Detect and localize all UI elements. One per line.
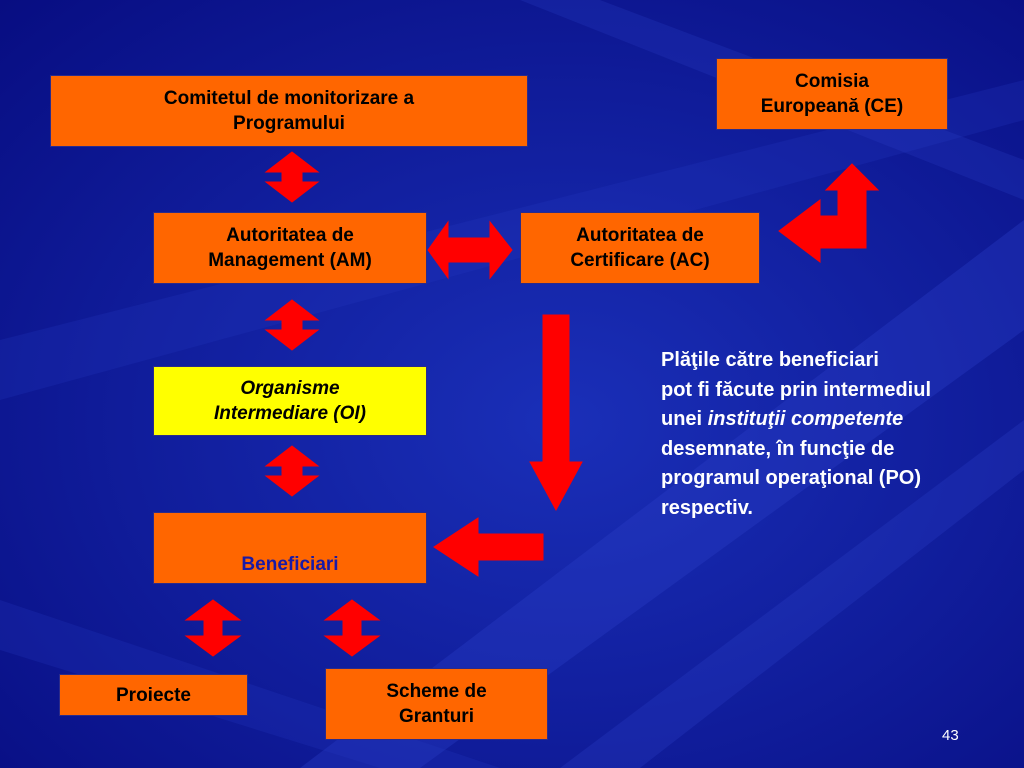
box-management-authority: Autoritatea de Management (AM) bbox=[153, 212, 427, 284]
payments-note: Plăţile către beneficiari pot fi făcute … bbox=[661, 346, 1001, 523]
note-line-3-italic: instituţii competente bbox=[707, 408, 904, 430]
note-line-5: programul operaţional (PO) bbox=[661, 467, 922, 489]
projects-label: Proiecte bbox=[116, 684, 191, 706]
certification-line-2: Certificare (AC) bbox=[570, 250, 710, 271]
arrow-benef-proiecte bbox=[184, 599, 242, 657]
arrow-to-beneficiari bbox=[433, 517, 544, 577]
intermediary-line-2: Intermediare (OI) bbox=[213, 403, 367, 424]
committee-line-2: Programului bbox=[233, 113, 345, 134]
box-projects: Proiecte bbox=[59, 674, 248, 716]
committee-line-1: Comitetul de monitorizare a bbox=[163, 88, 415, 109]
grants-line-1: Scheme de bbox=[386, 681, 487, 702]
arrow-ac-to-ce bbox=[778, 163, 880, 264]
box-committee: Comitetul de monitorizare a Programului bbox=[50, 75, 528, 147]
arrow-am-oi bbox=[264, 299, 320, 351]
management-line-2: Management (AM) bbox=[208, 250, 372, 271]
note-line-3-prefix: unei bbox=[661, 408, 708, 430]
page-number: 43 bbox=[942, 727, 959, 744]
note-line-6: respectiv. bbox=[661, 496, 753, 519]
note-line-4: desemnate, în funcţie de bbox=[661, 437, 895, 460]
intermediary-line-1: Organisme bbox=[240, 378, 340, 399]
box-intermediary-bodies: Organisme Intermediare (OI) bbox=[153, 366, 427, 436]
beneficiaries-label: Beneficiari bbox=[241, 554, 339, 575]
arrow-oi-benef bbox=[264, 445, 320, 497]
arrow-am-ac bbox=[427, 220, 513, 280]
box-commission: Comisia Europeană (CE) bbox=[716, 58, 948, 130]
arrow-benef-granturi bbox=[323, 599, 381, 657]
grants-line-2: Granturi bbox=[399, 706, 474, 727]
note-line-1: Plăţile către beneficiari bbox=[661, 349, 879, 371]
arrow-committee-am bbox=[264, 151, 320, 203]
arrow-ac-down bbox=[529, 314, 583, 512]
commission-line-1: Comisia bbox=[795, 71, 869, 92]
box-beneficiaries: Beneficiari bbox=[153, 512, 427, 584]
note-line-3: unei instituţii competente bbox=[661, 405, 1001, 435]
box-grant-schemes: Scheme de Granturi bbox=[325, 668, 548, 740]
management-line-1: Autoritatea de bbox=[226, 225, 354, 246]
box-certification-authority: Autoritatea de Certificare (AC) bbox=[520, 212, 760, 284]
commission-line-2: Europeană (CE) bbox=[760, 96, 904, 117]
certification-line-1: Autoritatea de bbox=[576, 225, 704, 246]
note-line-2: pot fi făcute prin intermediul bbox=[661, 378, 932, 401]
